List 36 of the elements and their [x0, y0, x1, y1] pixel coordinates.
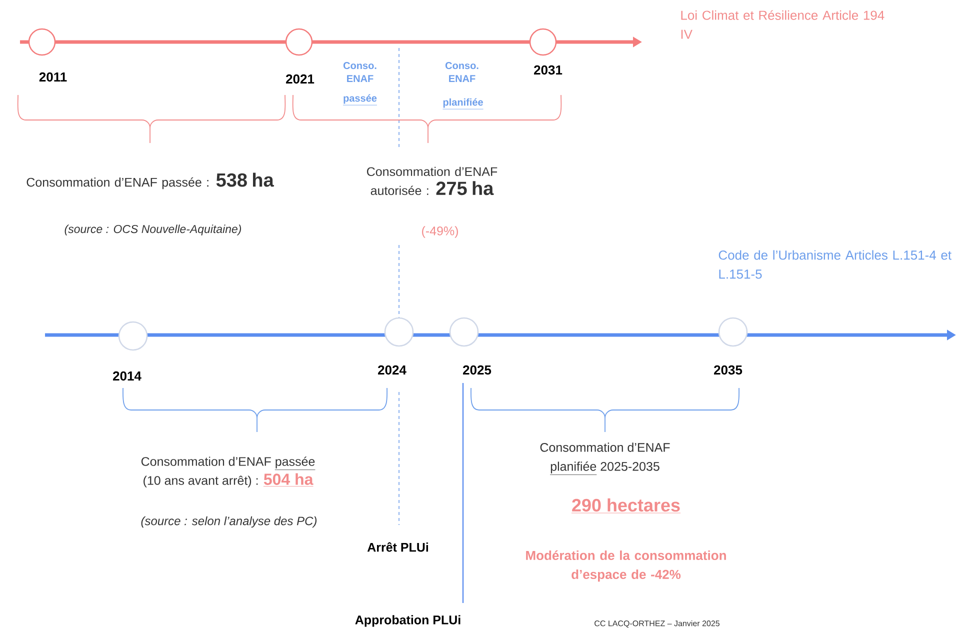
milestone-label: Arrêt PLUi	[367, 542, 428, 552]
total-label: 290 hectares	[571, 498, 681, 514]
timeline-marker	[529, 28, 557, 56]
consumption-text: Consommation d’ENAF planifiée 2025-2035	[540, 442, 670, 475]
consumption-text: Consommation d’ENAF autorisée : 275 ha	[366, 166, 498, 196]
year-label: 2014	[113, 371, 142, 381]
period-label: Conso. ENAF	[343, 62, 376, 82]
period-link: passée	[342, 94, 378, 106]
moderation-text: Modération de la consommation d’espace de -42%	[526, 550, 726, 582]
label: 504 ha	[264, 473, 314, 485]
consumption-text: Consommation d’ENAF passée : 538 ha	[26, 172, 274, 190]
timeline-marker	[118, 321, 148, 351]
year-label: 2021	[286, 74, 314, 84]
label: passée	[276, 456, 315, 468]
consumption-text: Consommation d’ENAF passée (10 ans avant arrêt) : 504 ha	[141, 456, 316, 488]
timeline-marker	[449, 317, 479, 347]
timeline-marker	[718, 317, 748, 347]
year-label: 2024	[378, 365, 406, 375]
label: Consommation d’ENAF	[141, 456, 271, 466]
label: (10 ans avant arrêt) :	[144, 476, 258, 488]
law-reference: Loi Climat et Résilience Article 194 IV	[681, 10, 884, 39]
period-label: Conso. ENAF	[445, 62, 478, 82]
timeline-marker	[285, 28, 313, 56]
percentage-label: (-49%)	[422, 226, 458, 238]
law-reference: Code de l’Urbanisme Articles L.151-4 et L.151-5	[718, 250, 952, 279]
source-note: (source : selon l’analyse des PC)	[141, 516, 316, 528]
year-label: 2011	[39, 72, 67, 82]
milestone-label: Approbation PLUi	[355, 615, 460, 627]
timeline-marker	[384, 317, 414, 347]
year-label: 2031	[534, 65, 562, 75]
footer-note: CC LACQ-ORTHEZ – Janvier 2025	[594, 620, 720, 628]
year-label: 2025	[463, 365, 492, 375]
source-note: (source : OCS Nouvelle-Aquitaine)	[64, 224, 242, 236]
timeline-marker	[28, 28, 56, 56]
year-label: 2035	[714, 365, 742, 375]
period-link: planifiée	[442, 98, 484, 110]
